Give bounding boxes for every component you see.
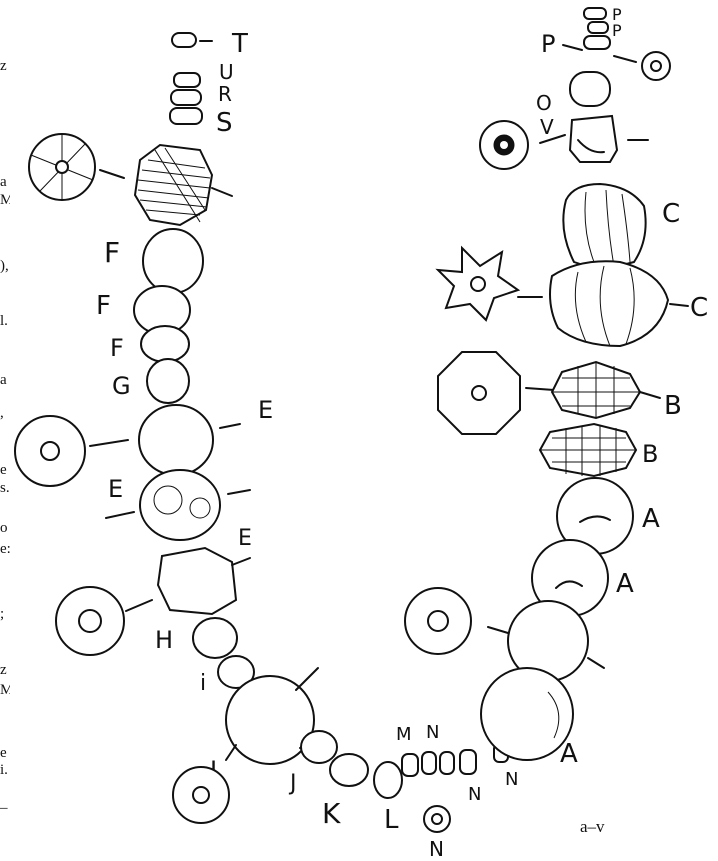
bead-A-4: A xyxy=(480,667,578,769)
bead-B-2: B xyxy=(538,422,658,478)
bead-O: O xyxy=(536,71,611,115)
label-A: A xyxy=(560,739,578,769)
label-K: K xyxy=(322,797,341,830)
margin-fragment: z xyxy=(0,662,7,678)
label-H: H xyxy=(155,626,173,654)
bead-V: V xyxy=(479,114,649,170)
label-A: A xyxy=(616,569,634,599)
bead-C-1: C xyxy=(562,182,680,268)
bead-E-1: E xyxy=(14,396,273,487)
label-T: T xyxy=(231,29,248,59)
bead-J-small: J xyxy=(288,730,338,796)
bead-A-3 xyxy=(404,587,605,682)
margin-fragment: l. xyxy=(0,313,8,329)
label-B: B xyxy=(664,391,682,421)
bead-ribbed-top-left xyxy=(28,133,233,227)
label-F: F xyxy=(104,236,120,269)
bead-G: G xyxy=(112,358,190,404)
bead-F-1: F xyxy=(104,228,204,294)
margin-fragment: a xyxy=(0,372,7,388)
margin-fragment: a xyxy=(0,174,7,190)
label-N: N xyxy=(468,784,481,805)
bead-K: K xyxy=(322,753,369,830)
label-C: C xyxy=(662,199,680,229)
label-E: E xyxy=(108,475,123,503)
bead-B-1: B xyxy=(437,351,682,435)
label-B: B xyxy=(642,440,658,468)
bead-N-section: N xyxy=(423,805,451,861)
beads-M-N: M N N N xyxy=(396,722,518,805)
margin-fragment: s. xyxy=(0,480,10,496)
label-C: C xyxy=(690,293,708,323)
label-M: M xyxy=(396,724,412,745)
bead-E-3: E xyxy=(156,526,252,616)
bead-L: L xyxy=(373,761,403,835)
margin-fragment: z xyxy=(0,58,7,74)
margin-fragment: i. xyxy=(0,762,8,778)
label-V: V xyxy=(540,115,554,139)
bead-A-1: A xyxy=(556,477,660,555)
label-L: L xyxy=(384,805,399,835)
bead-E-2: E xyxy=(105,469,251,541)
bead-C-2: C xyxy=(435,245,708,348)
label-F: F xyxy=(96,291,111,321)
margin-fragment: e xyxy=(0,462,7,478)
label-R: R xyxy=(218,82,232,106)
label-S: S xyxy=(216,108,233,138)
label-A: A xyxy=(642,504,660,534)
margin-fragment: , xyxy=(0,405,4,421)
margin-fragment: e: xyxy=(0,541,10,557)
label-P: P xyxy=(612,21,622,40)
margin-fragment: ; xyxy=(0,606,5,622)
label-J: J xyxy=(288,771,297,796)
margin-fragment: – xyxy=(0,800,8,816)
label-N: N xyxy=(426,722,439,743)
bead-J-section xyxy=(172,766,230,824)
beads-P-top: P P P xyxy=(541,5,671,81)
margin-fragment: M xyxy=(0,192,10,208)
label-P: P xyxy=(541,30,555,58)
label-F: F xyxy=(110,334,124,362)
bead-T: T xyxy=(171,29,248,59)
beads-URS: U R S xyxy=(169,60,234,138)
bead-H: H xyxy=(55,586,238,659)
label-G: G xyxy=(112,372,131,400)
bead-F-2: F xyxy=(96,285,191,335)
label-E: E xyxy=(258,396,273,424)
margin-fragment: e xyxy=(0,745,7,761)
bead-F-3: F xyxy=(110,325,190,363)
margin-fragment: ), xyxy=(0,258,9,274)
bead-i: i xyxy=(200,655,255,696)
margin-fragment: o xyxy=(0,520,8,536)
label-N: N xyxy=(505,769,518,790)
label-P: P xyxy=(612,5,622,24)
label-E: E xyxy=(238,526,252,551)
label-N: N xyxy=(429,837,444,861)
label-i: i xyxy=(200,671,206,696)
figure-caption: a–v xyxy=(580,817,605,836)
label-U: U xyxy=(219,60,234,84)
margin-fragment: M xyxy=(0,682,10,698)
label-O: O xyxy=(536,91,552,115)
